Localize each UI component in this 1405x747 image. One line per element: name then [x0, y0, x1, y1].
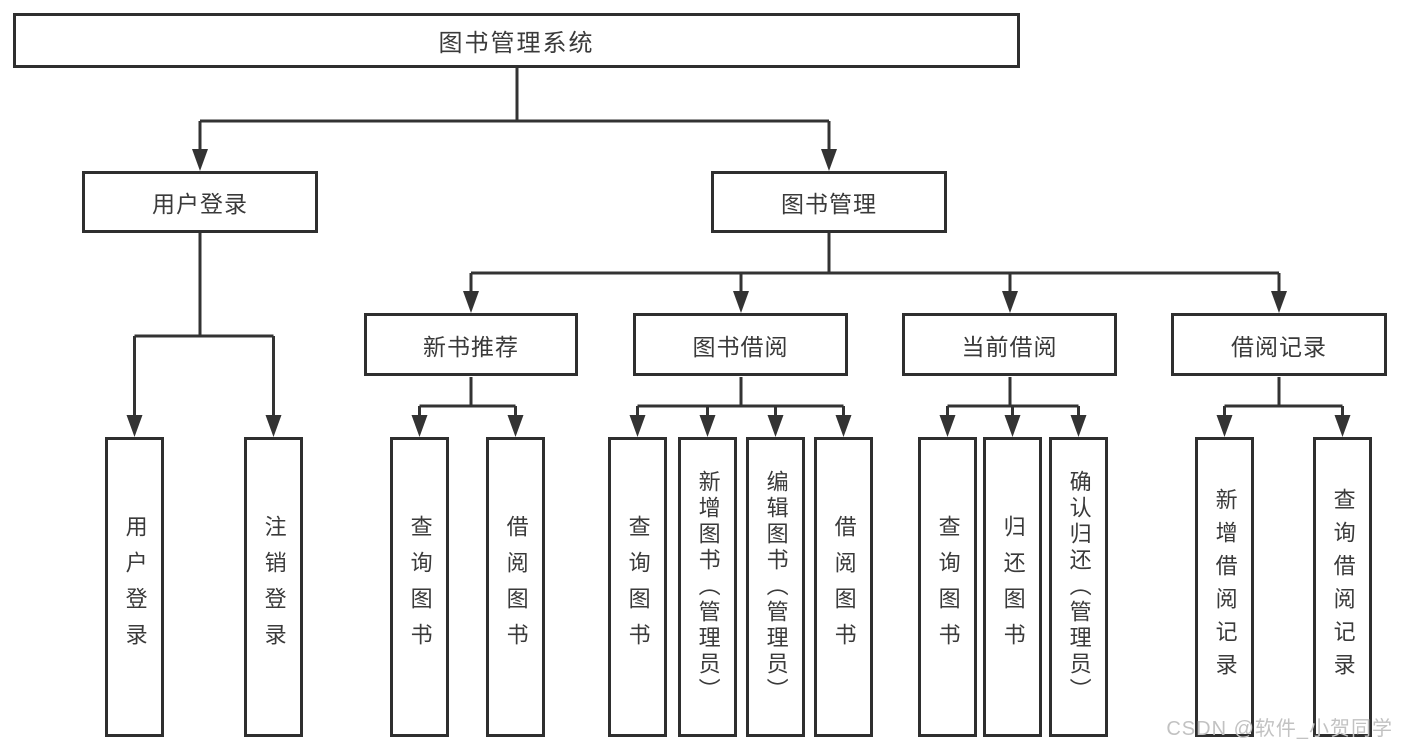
leaf-borrow-books: 借阅图书: [814, 437, 873, 737]
leaf-label: 新增借阅记录: [1212, 488, 1238, 686]
node-new-book-recommend: 新书推荐: [364, 313, 578, 376]
node-label: 图书管理: [781, 191, 877, 217]
node-book-borrow: 图书借阅: [633, 313, 848, 376]
leaf-edit-books-admin: 编辑图书（管理员）: [746, 437, 805, 737]
leaf-confirm-return-admin: 确认归还（管理员）: [1049, 437, 1108, 737]
leaf-logout: 注销登录: [244, 437, 303, 737]
leaf-current-query-books: 查询图书: [918, 437, 977, 737]
leaf-label: 编辑图书（管理员）: [763, 470, 789, 704]
leaf-borrow-query-books: 查询图书: [608, 437, 667, 737]
leaf-label: 确认归还（管理员）: [1066, 470, 1092, 704]
node-borrow-records: 借阅记录: [1171, 313, 1387, 376]
connector-book-borrow-children: [629, 377, 852, 437]
csdn-watermark: CSDN @软件_小贺同学: [1166, 718, 1393, 740]
node-label: 当前借阅: [961, 333, 1058, 360]
node-book-management: 图书管理: [711, 171, 947, 233]
leaf-label: 查询图书: [625, 515, 651, 659]
node-current-borrow: 当前借阅: [902, 313, 1117, 376]
leaf-label: 查询借阅记录: [1330, 488, 1356, 686]
leaf-new-books-query: 查询图书: [390, 437, 449, 737]
leaf-return-books: 归还图书: [983, 437, 1042, 737]
node-label: 图书借阅: [692, 333, 789, 360]
leaf-label: 借阅图书: [503, 515, 529, 659]
leaf-label: 用户登录: [122, 515, 148, 659]
node-label: 用户登录: [152, 191, 248, 217]
connector-book-mgmt-children: [463, 233, 1287, 313]
connector-root-to-level2: [192, 68, 837, 171]
leaf-label: 查询图书: [935, 515, 961, 659]
node-user-login: 用户登录: [82, 171, 318, 233]
connector-borrow-records-children: [1216, 377, 1351, 437]
leaf-user-login: 用户登录: [105, 437, 164, 737]
leaf-label: 归还图书: [1000, 515, 1026, 659]
leaf-label: 新增图书（管理员）: [695, 470, 721, 704]
node-library-management-system: 图书管理系统: [13, 13, 1020, 68]
node-label: 借阅记录: [1231, 333, 1327, 360]
leaf-new-books-borrow: 借阅图书: [486, 437, 545, 737]
node-label: 新书推荐: [423, 333, 519, 360]
leaf-label: 查询图书: [407, 515, 433, 659]
leaf-add-books-admin: 新增图书（管理员）: [678, 437, 737, 737]
leaf-add-borrow-record: 新增借阅记录: [1195, 437, 1254, 737]
connector-user-login-children: [126, 233, 282, 437]
connector-current-borrow-children: [939, 377, 1087, 437]
leaf-label: 注销登录: [261, 515, 287, 659]
leaf-label: 借阅图书: [831, 515, 857, 659]
leaf-query-borrow-record: 查询借阅记录: [1313, 437, 1372, 737]
node-label: 图书管理系统: [438, 30, 595, 57]
connector-new-books-children: [411, 377, 524, 437]
